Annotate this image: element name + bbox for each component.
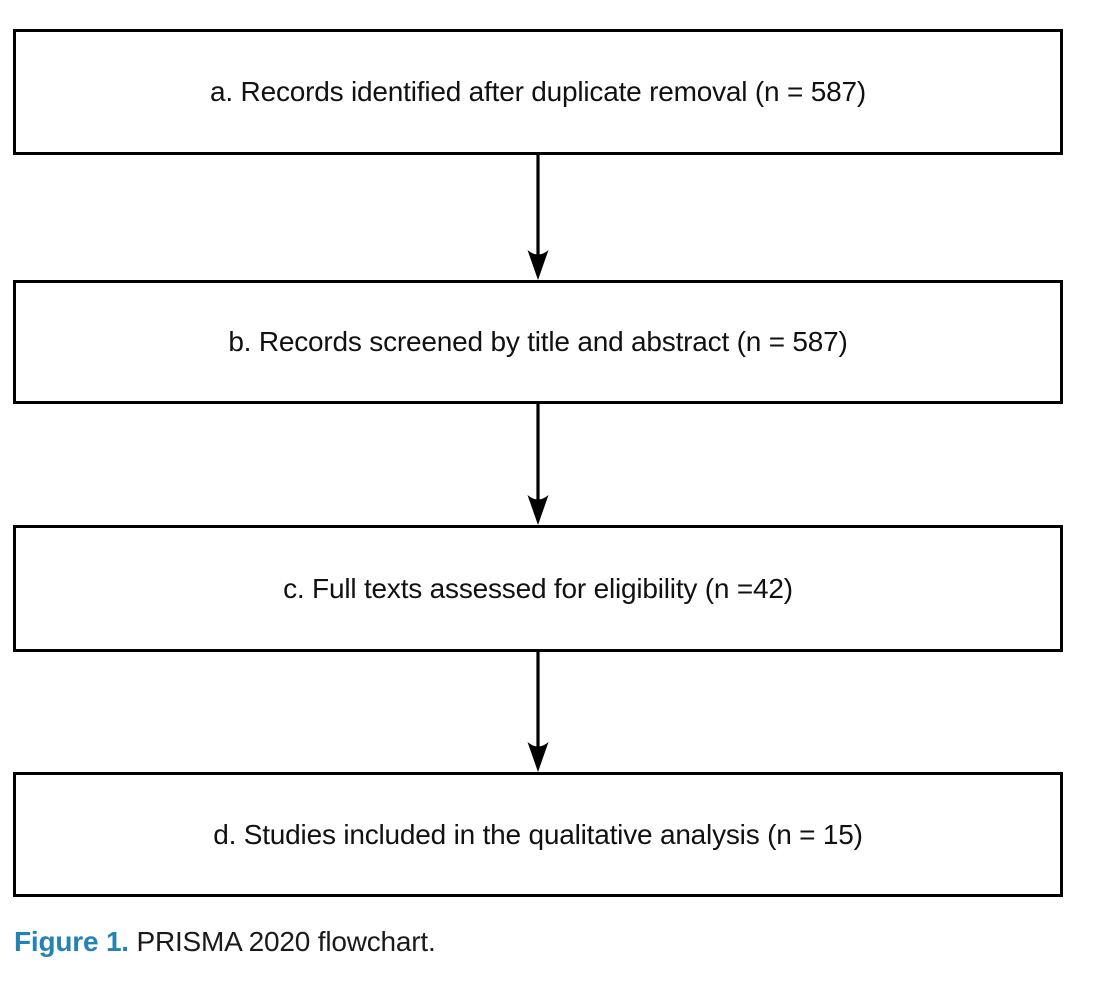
flow-box-label: c. Full texts assessed for eligibility (… [283,572,793,604]
down-arrow-icon [525,155,551,280]
flow-box-records-screened: b. Records screened by title and abstrac… [13,280,1063,404]
flow-box-label: a. Records identified after duplicate re… [210,76,866,107]
flow-box-label: b. Records screened by title and abstrac… [228,326,848,357]
down-arrow-icon [525,652,551,772]
flow-box-full-texts-assessed: c. Full texts assessed for eligibility (… [13,525,1063,652]
figure-caption: Figure 1. PRISMA 2020 flowchart. [14,926,436,958]
flow-box-label: d. Studies included in the qualitative a… [213,818,863,850]
flow-box-studies-included: d. Studies included in the qualitative a… [13,772,1063,897]
figure-caption-number: Figure 1. [14,926,129,957]
figure-caption-text: PRISMA 2020 flowchart. [136,926,436,957]
down-arrow-icon [525,404,551,525]
flow-box-records-identified: a. Records identified after duplicate re… [13,29,1063,155]
